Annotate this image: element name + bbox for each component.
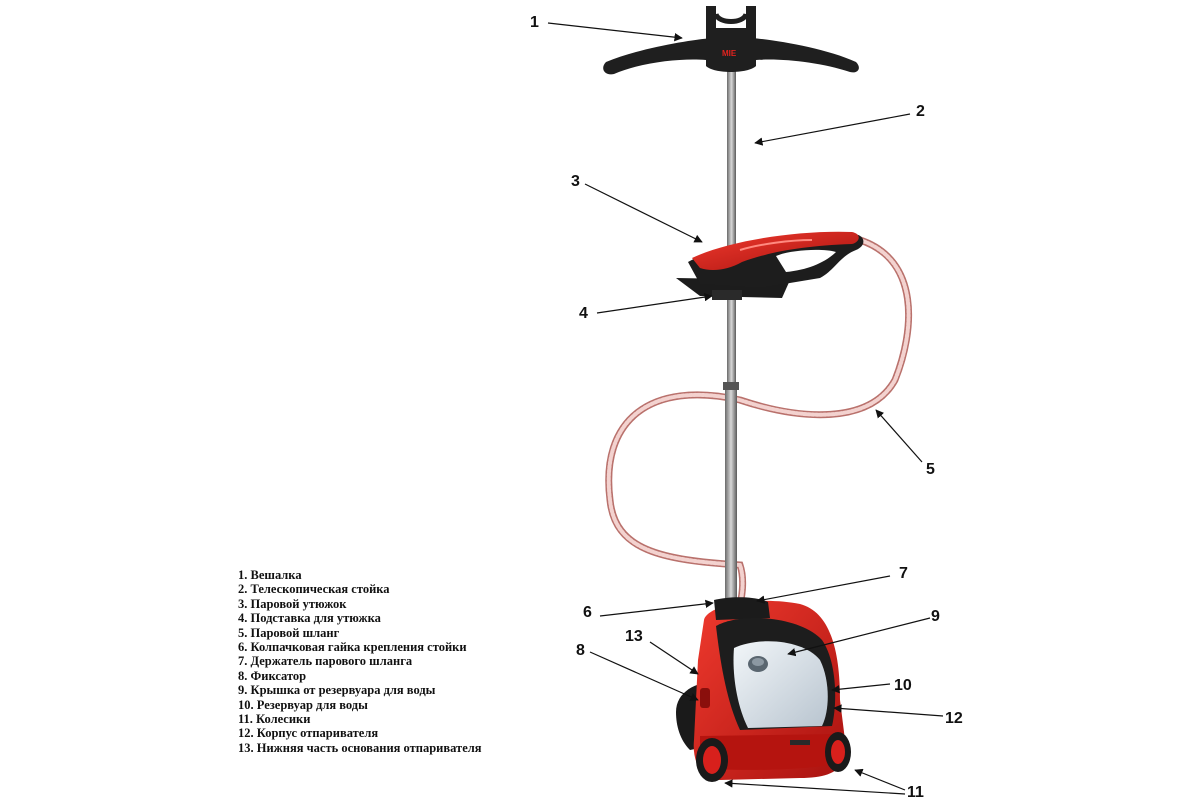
- pole-cap-nut: [714, 597, 770, 620]
- callout-3: 3: [571, 173, 580, 190]
- callout-2: 2: [916, 103, 925, 120]
- legend-item: 7. Держатель парового шланга: [238, 654, 413, 669]
- callout-8: 8: [576, 642, 585, 659]
- legend-item: 10. Резервуар для воды: [238, 697, 368, 712]
- legend-item: 5. Паровой шланг: [238, 625, 340, 640]
- callout-6: 6: [583, 604, 592, 621]
- legend-item: 8. Фиксатор: [238, 668, 307, 683]
- legend-item: 4. Подставка для утюжка: [238, 611, 381, 626]
- legend-item: 9. Крышка от резервуара для воды: [238, 683, 436, 698]
- callout-10: 10: [894, 677, 912, 694]
- steam-iron: [688, 231, 864, 288]
- callout-arrows: [547, 22, 944, 795]
- callout-13: 13: [625, 628, 643, 645]
- legend-item: 13. Нижняя часть основания отпаривателя: [238, 740, 482, 755]
- legend-item: 11. Колесики: [238, 712, 311, 727]
- legend-item: 1. Вешалка: [238, 568, 302, 582]
- callout-11: 11: [907, 784, 924, 800]
- legend-item: 2. Телескопическая стойка: [238, 582, 390, 597]
- legend-item: 6. Колпачковая гайка крепления стойки: [238, 640, 467, 655]
- parts-legend: 1. Вешалка 2. Телескопическая стойка 3. …: [238, 568, 482, 755]
- latch: [700, 688, 710, 708]
- callout-9: 9: [931, 608, 940, 625]
- wheels: [696, 732, 851, 782]
- legend-item: 3. Паровой утюжок: [238, 596, 347, 611]
- callout-1: 1: [530, 14, 539, 31]
- callout-4: 4: [579, 305, 588, 322]
- brand-logo: MIE: [722, 49, 737, 58]
- callout-7: 7: [899, 565, 908, 582]
- callout-labels: 1 2 3 4 5 6 7 8 9 10 11 12 13: [530, 14, 963, 800]
- telescopic-pole: [723, 65, 739, 600]
- legend-item: 12. Корпус отпаривателя: [238, 726, 379, 741]
- steamer-base: [676, 597, 851, 782]
- callout-5: 5: [926, 461, 935, 478]
- steam-hose: [605, 236, 913, 614]
- hanger: MIE: [603, 6, 859, 75]
- callout-12: 12: [945, 710, 963, 727]
- water-tank: [733, 641, 828, 728]
